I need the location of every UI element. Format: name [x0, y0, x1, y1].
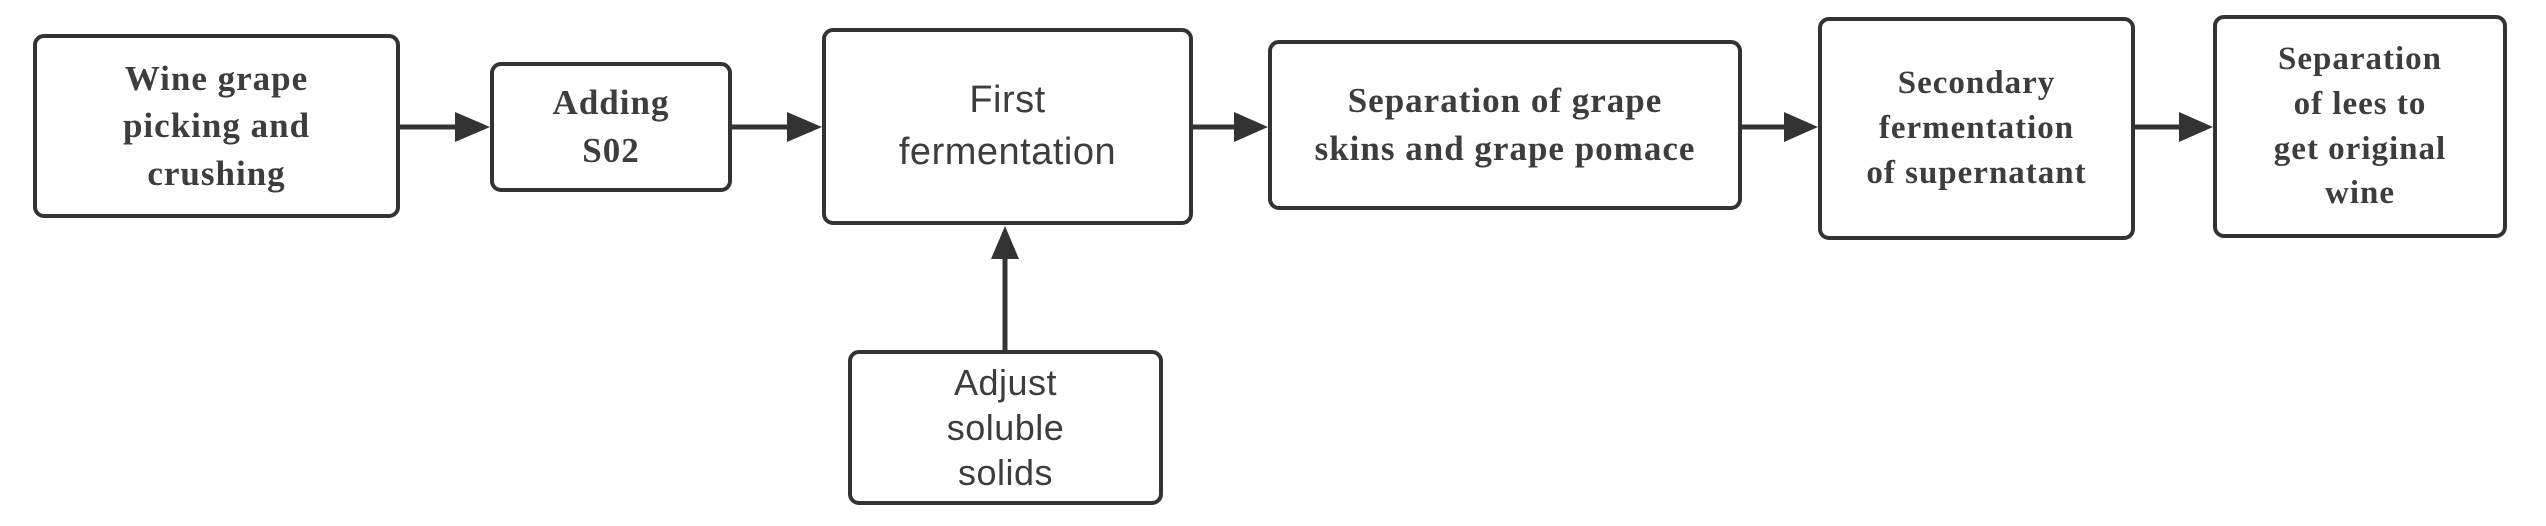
flow-arrow-picking-to-adding-s02	[400, 112, 490, 142]
node-text-line: fermentation	[1878, 110, 2075, 147]
node-text-line: Wine grape	[124, 58, 309, 98]
node-text-line: soluble	[946, 407, 1065, 448]
node-text-line: picking and	[122, 106, 311, 146]
node-adding-s02: Adding S02	[490, 62, 732, 192]
node-text-line: S02	[582, 131, 640, 170]
node-text-line: Adjust	[953, 362, 1058, 403]
node-text-line: wine	[2325, 175, 2395, 212]
node-text-line: of supernatant	[1866, 154, 2087, 191]
node-text-line: get original	[2273, 130, 2447, 167]
node-text-line: solids	[957, 452, 1054, 493]
flow-arrow-skin-separation-to-secondary-fermentation	[1742, 112, 1818, 142]
node-text-line: Secondary	[1897, 65, 2056, 102]
node-adjust-soluble-solids: Adjust soluble solids	[848, 350, 1163, 505]
node-wine-grape-picking-and-crushing: Wine grape picking and crushing	[33, 34, 400, 218]
node-first-fermentation: First fermentation	[822, 28, 1193, 225]
node-text-line: of lees to	[2293, 85, 2427, 122]
flow-arrow-adjust-solids-to-first-fermentation	[991, 226, 1019, 350]
node-text-line: crushing	[147, 153, 286, 193]
node-text-line: Adding	[552, 83, 670, 123]
node-text-line: Separation	[2277, 40, 2442, 77]
node-separation-lees-original-wine: Separation of lees to get original wine	[2213, 15, 2507, 238]
flow-arrow-adding-s02-to-first-fermentation	[732, 112, 822, 142]
node-secondary-fermentation-supernatant: Secondary fermentation of supernatant	[1818, 17, 2135, 240]
node-text-line: fermentation	[898, 130, 1117, 173]
flow-arrow-secondary-fermentation-to-lees-separation	[2135, 112, 2213, 142]
node-text-line: Separation of grape	[1347, 81, 1663, 121]
node-text-line: skins and grape pomace	[1314, 129, 1696, 168]
node-text-line: First	[969, 78, 1046, 121]
node-separation-grape-skins-pomace: Separation of grape skins and grape poma…	[1268, 40, 1742, 210]
flow-arrow-first-fermentation-to-skin-separation	[1193, 112, 1268, 142]
